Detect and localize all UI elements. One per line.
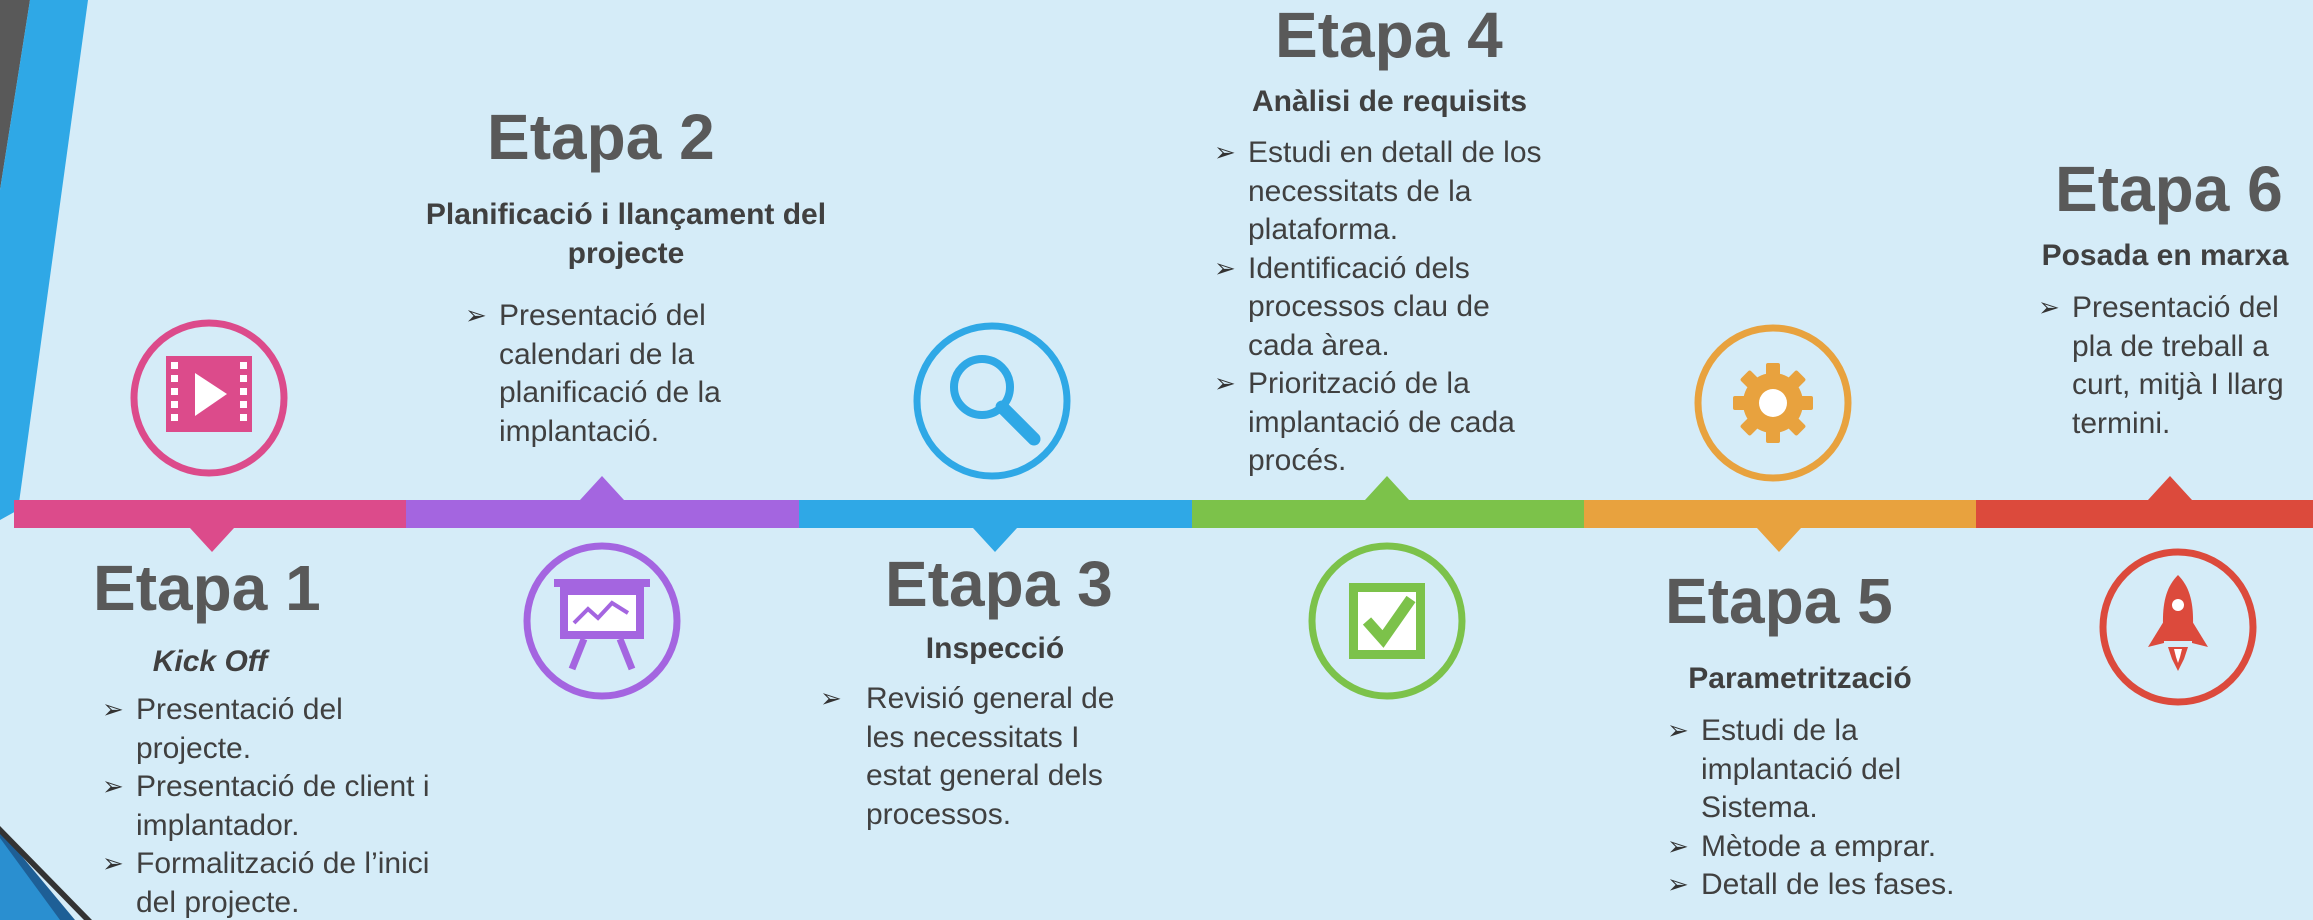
- list-item: Presentació de client i implantador.: [102, 768, 432, 845]
- stage-6-bullets: Presentació del pla de treball a curt, m…: [2038, 289, 2308, 443]
- left-blue-stripe: [0, 0, 88, 520]
- magnifier-icon: [912, 321, 1072, 481]
- stage-2-title: Etapa 2: [487, 101, 715, 173]
- stage-1-bullets: Presentació del projecte. Presentació de…: [102, 691, 432, 920]
- timeline-marker-4: [1365, 476, 1409, 500]
- list-item: Detall de les fases.: [1667, 866, 1987, 905]
- timeline-segment-4: [1192, 500, 1584, 528]
- stage-4-title: Etapa 4: [1275, 0, 1503, 71]
- list-item: Identificació dels processos clau de cad…: [1214, 250, 1554, 366]
- timeline-marker-6: [2148, 476, 2192, 500]
- timeline-segment-3: [799, 500, 1192, 528]
- list-item: Priorització de la implantació de cada p…: [1214, 365, 1554, 481]
- list-item: Presentació del calendari de la planific…: [465, 297, 765, 451]
- timeline-marker-1: [190, 528, 234, 552]
- list-item: Formalització de l’inici del projecte.: [102, 845, 432, 920]
- stage-6-title: Etapa 6: [2055, 153, 2283, 225]
- stage-4-bullets: Estudi en detall de los necessitats de l…: [1214, 134, 1554, 481]
- list-item: Estudi de la implantació del Sistema.: [1667, 712, 1987, 828]
- stage-2-bullets: Presentació del calendari de la planific…: [465, 297, 765, 451]
- stage-2-subtitle: Planificació i llançament del projecte: [425, 198, 827, 270]
- list-item: Estudi en detall de los necessitats de l…: [1214, 134, 1554, 250]
- timeline-segment-5: [1584, 500, 1976, 528]
- list-item: Mètode a emprar.: [1667, 828, 1987, 867]
- stage-5-subtitle: Parametrització: [1688, 662, 1912, 695]
- timeline-marker-3: [973, 528, 1017, 552]
- presentation-board-icon: [522, 541, 682, 701]
- bottom-left-corner: [0, 838, 60, 920]
- gear-icon: [1693, 323, 1853, 483]
- stage-3-bullets: Revisió general de les necessitats I est…: [820, 680, 1150, 834]
- film-icon: [129, 318, 289, 478]
- timeline-segment-6: [1976, 500, 2313, 528]
- list-item: Revisió general de les necessitats I est…: [820, 680, 1150, 834]
- list-item: Presentació del pla de treball a curt, m…: [2038, 289, 2308, 443]
- timeline-segment-2: [406, 500, 799, 528]
- stage-5-title: Etapa 5: [1665, 565, 1893, 637]
- stage-4-subtitle: Anàlisi de requisits: [1251, 85, 1528, 118]
- timeline-marker-5: [1757, 528, 1801, 552]
- rocket-icon: [2098, 547, 2258, 707]
- stage-3-title: Etapa 3: [885, 548, 1113, 620]
- list-item: Presentació del projecte.: [102, 691, 432, 768]
- checkbox-icon: [1307, 541, 1467, 701]
- stage-6-subtitle: Posada en marxa: [2041, 239, 2289, 272]
- stage-5-bullets: Estudi de la implantació del Sistema. Mè…: [1667, 712, 1987, 905]
- timeline-segment-1: [14, 500, 406, 528]
- stage-1-subtitle: Kick Off: [152, 645, 268, 678]
- bottom-left-corner-outline: [0, 826, 92, 920]
- timeline-marker-2: [580, 476, 624, 500]
- stage-1-title: Etapa 1: [93, 552, 321, 624]
- stage-3-subtitle: Inspecció: [925, 632, 1065, 665]
